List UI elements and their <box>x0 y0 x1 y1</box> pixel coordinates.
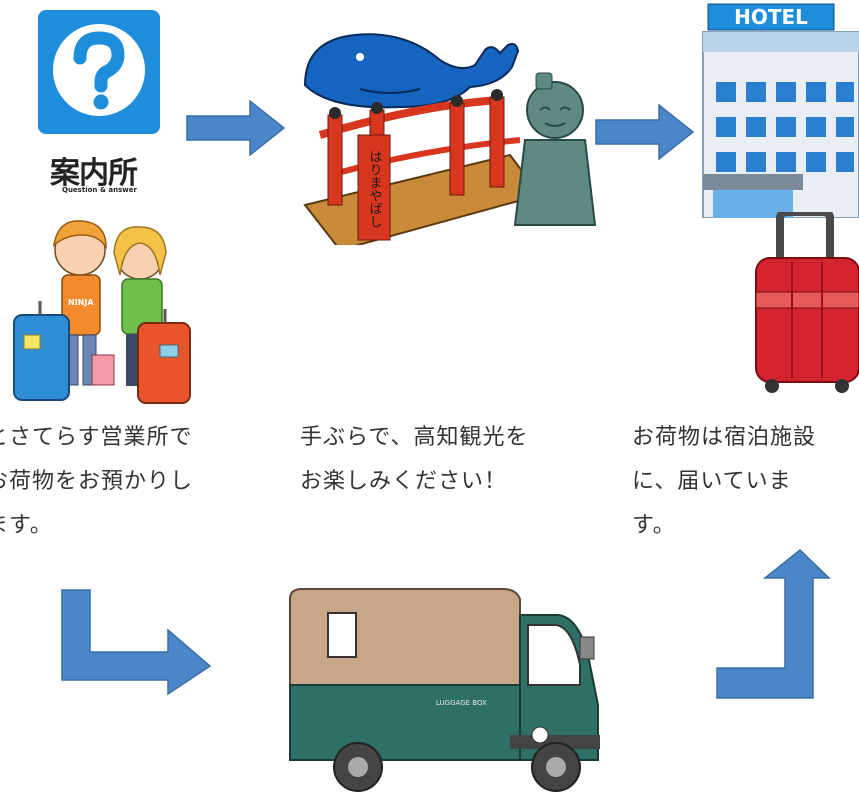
truck-side-text: LUGGAGE BOX <box>436 699 487 707</box>
caption-right-line-2: に、届いていま <box>632 469 792 494</box>
question-mark-icon <box>38 10 160 134</box>
statue-shape <box>513 72 597 226</box>
caption-left-line-2: お荷物をお預かりし <box>0 469 194 494</box>
caption-right-line-3: す。 <box>632 513 676 538</box>
svg-text:NINJA: NINJA <box>68 298 94 307</box>
red-suitcase-illustration <box>755 212 859 393</box>
caption-left-line-3: ます。 <box>0 513 53 538</box>
tourists-with-suitcases-illustration: NINJA <box>13 220 191 404</box>
bridge-sign: はりまやばし <box>367 150 383 228</box>
whale-shape <box>303 33 520 109</box>
right-arrow-2 <box>595 104 695 160</box>
caption-left-line-1: とさてらす営業所で <box>0 425 193 450</box>
right-arrow-1 <box>186 100 286 156</box>
caption-center-line-1: 手ぶらで、高知観光を <box>300 425 529 450</box>
caption-center: 手ぶらで、高知観光を お楽しみください！ <box>300 416 528 504</box>
caption-right-line-1: お荷物は宿泊施設 <box>632 425 817 450</box>
info-center-label: 案内所 <box>50 156 138 191</box>
caption-center-line-2: お楽しみください！ <box>300 469 508 494</box>
caption-right: お荷物は宿泊施設 に、届いていま す。 <box>632 416 816 548</box>
harimaya-bridge-illustration: はりまやばし <box>303 33 597 245</box>
delivery-truck-illustration: LUGGAGE BOX <box>289 588 600 792</box>
caption-left: とさてらす営業所で お荷物をお預かりし ます。 <box>0 416 193 548</box>
down-right-bent-arrow <box>61 589 212 696</box>
hotel-sign: HOTEL <box>734 5 808 29</box>
info-center-sublabel: Question & answer <box>62 186 137 194</box>
hotel-building-illustration: HOTEL <box>702 3 859 218</box>
right-up-bent-arrow <box>716 549 831 699</box>
